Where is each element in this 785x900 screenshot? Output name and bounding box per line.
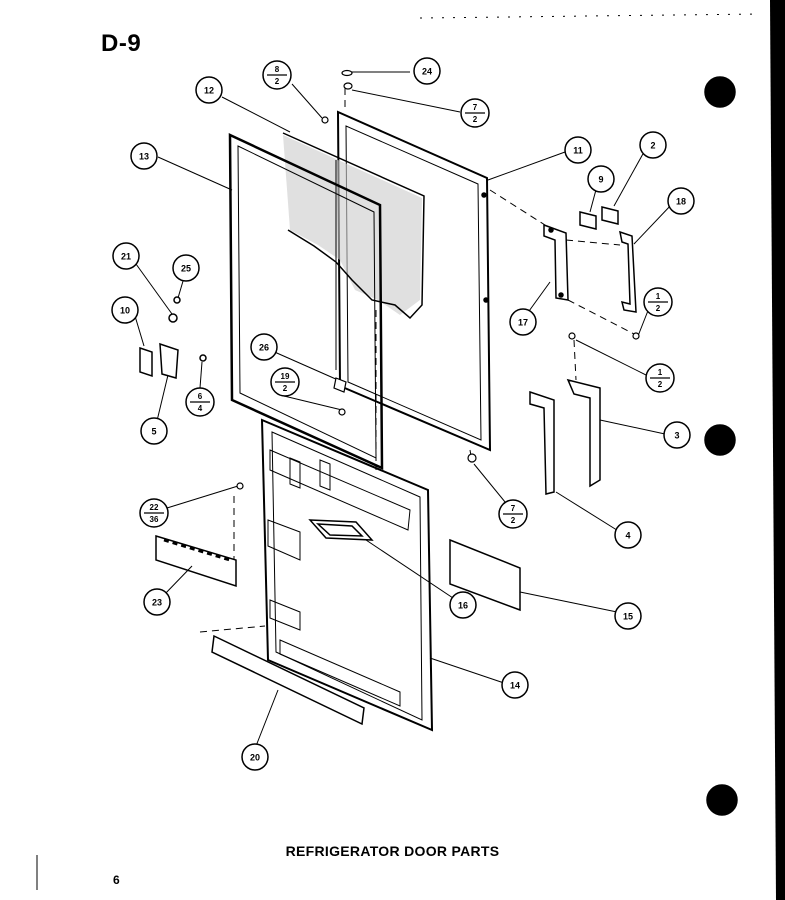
bottom-trim-strip [211, 634, 365, 726]
scan-top-specks [419, 13, 761, 19]
callout-26-label: 26 [259, 343, 269, 353]
callout-16: 16 [449, 591, 477, 619]
fraction-callout-1-2-b: 1 2 [645, 363, 675, 393]
page-number: 6 [113, 873, 120, 887]
callout-13-label: 13 [139, 152, 149, 162]
callout-4-label: 4 [625, 531, 630, 541]
fraction-6-4-top: 6 [198, 392, 203, 401]
fraction-callout-7-2-top: 7 2 [460, 98, 490, 128]
pad-9 [579, 211, 597, 230]
hinge-bracket-lower [529, 390, 555, 495]
handle-bracket [543, 223, 569, 301]
outer-door-panel [336, 110, 492, 452]
fasteners [236, 69, 640, 490]
fraction-7-2-top-num: 7 [473, 103, 478, 112]
callout-24-label: 24 [422, 67, 432, 77]
callout-17-label: 17 [518, 318, 528, 328]
dairy-compartment [308, 519, 374, 541]
scan-edge-shadow [770, 0, 785, 900]
door-handle [619, 230, 637, 313]
fraction-7-2-top-den: 2 [473, 115, 478, 124]
binder-hole-middle [704, 424, 736, 456]
hinge-screw-6 [199, 354, 207, 362]
fraction-22-36-top: 22 [150, 503, 159, 512]
fraction-callout-19-2: 19 2 [270, 367, 300, 397]
callout-25-label: 25 [181, 264, 191, 274]
fraction-1-2-a-top: 1 [656, 292, 661, 301]
callout-24: 24 [413, 57, 441, 85]
fraction-callout-8-2: 8 2 [262, 60, 292, 90]
egg-tray [155, 534, 237, 588]
callout-10: 10 [111, 296, 139, 324]
callout-14-label: 14 [510, 681, 520, 691]
callout-20: 20 [241, 743, 269, 771]
callout-3-label: 3 [674, 431, 679, 441]
callout-10-label: 10 [120, 306, 130, 316]
fraction-callout-1-2-a: 1 2 [643, 287, 673, 317]
pad-2 [601, 206, 619, 225]
fraction-1-2-a-bottom: 2 [656, 304, 661, 313]
callout-17: 17 [509, 308, 537, 336]
door-gasket-frame [282, 132, 425, 370]
binder-hole-bottom [706, 784, 738, 816]
callout-26: 26 [250, 333, 278, 361]
fraction-19-2-top: 19 [281, 372, 290, 381]
hinge-bracket-upper [566, 378, 601, 488]
fraction-6-4-bottom: 4 [198, 404, 203, 413]
binder-hole-top [704, 76, 736, 108]
page-title: D-9 [101, 30, 142, 57]
callout-16-label: 16 [458, 601, 468, 611]
fraction-callout-6-4: 6 4 [185, 387, 215, 417]
fraction-8-2-top: 8 [275, 65, 280, 74]
callout-2-label: 2 [650, 141, 655, 151]
assembly-lines [199, 88, 635, 633]
callout-11: 11 [564, 136, 592, 164]
fraction-7-2-bottom-den: 2 [511, 516, 516, 525]
callout-14: 14 [501, 671, 529, 699]
callout-20-label: 20 [250, 753, 260, 763]
callout-18-label: 18 [676, 197, 686, 207]
inner-door-liner [260, 418, 434, 732]
callout-2: 2 [639, 131, 667, 159]
callout-18: 18 [667, 187, 695, 215]
callout-4: 4 [614, 521, 642, 549]
fraction-7-2-bottom-num: 7 [511, 504, 516, 513]
shelf-rail [449, 538, 521, 612]
callout-9-label: 9 [598, 175, 603, 185]
hinge-screw-25 [173, 296, 181, 304]
callout-21: 21 [112, 242, 140, 270]
fraction-22-36-bottom: 36 [150, 515, 159, 524]
callout-25: 25 [172, 254, 200, 282]
fraction-8-2-bottom: 2 [275, 77, 280, 86]
fraction-19-2-bottom: 2 [283, 384, 288, 393]
hinge-plate-5 [159, 342, 179, 379]
callout-9: 9 [587, 165, 615, 193]
callout-5-label: 5 [151, 427, 156, 437]
callout-15: 15 [614, 602, 642, 630]
fraction-callout-7-2-bottom: 7 2 [498, 499, 528, 529]
callout-3: 3 [663, 421, 691, 449]
diagram-caption: REFRIGERATOR DOOR PARTS [285, 843, 500, 859]
callout-13: 13 [130, 142, 158, 170]
fraction-1-2-b-bottom: 2 [658, 380, 663, 389]
callout-23-label: 23 [152, 598, 162, 608]
callout-23: 23 [143, 588, 171, 616]
callout-11-label: 11 [573, 146, 583, 156]
fraction-callout-22-36: 22 36 [139, 498, 169, 528]
callout-5: 5 [140, 417, 168, 445]
fraction-1-2-b-top: 1 [658, 368, 663, 377]
callout-12-label: 12 [204, 86, 214, 96]
callout-12: 12 [195, 76, 223, 104]
callout-15-label: 15 [623, 612, 633, 622]
hinge-screw-21 [168, 313, 178, 323]
hinge-plate-10 [139, 346, 153, 378]
callout-21-label: 21 [121, 252, 131, 262]
